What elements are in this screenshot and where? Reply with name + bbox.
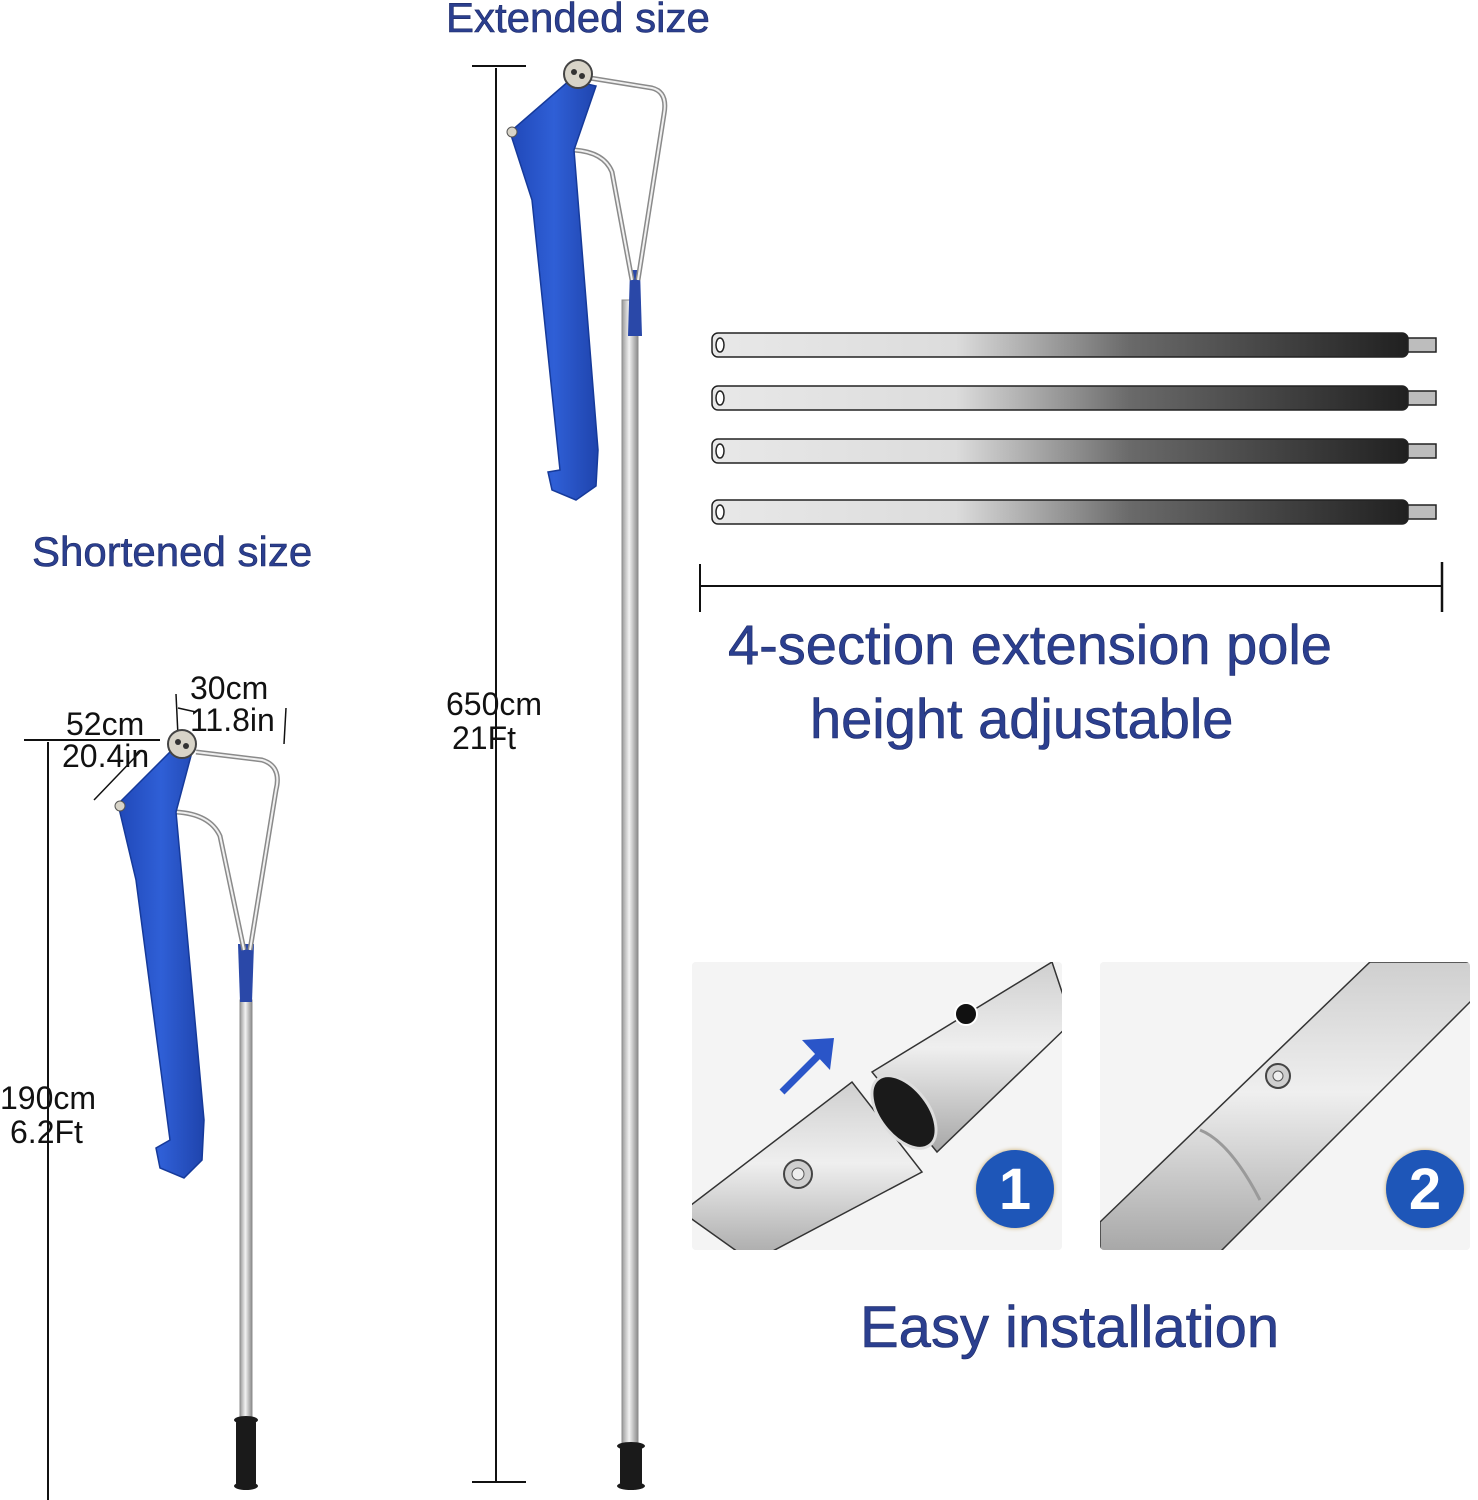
poles-caption-line1: 4-section extension pole <box>728 613 1333 677</box>
extended-collar <box>628 270 642 336</box>
extended-pole <box>621 299 639 1446</box>
pole-sections <box>699 332 1444 612</box>
head-width-cm: 30cm <box>190 670 269 706</box>
shortened-height-ft: 6.2Ft <box>10 1114 83 1150</box>
head-width-in: 11.8in <box>190 702 275 738</box>
pole-section-3 <box>711 438 1437 464</box>
shortened-rake <box>24 693 287 1500</box>
shortened-collar <box>238 944 254 1002</box>
shortened-size-title: Shortened size <box>32 528 313 576</box>
install-step-2-photo: 2 <box>1100 962 1470 1250</box>
extended-size-title: Extended size <box>446 0 710 41</box>
step-1-badge: 1 <box>976 1150 1054 1228</box>
shortened-tarp <box>117 747 205 1179</box>
blade-length-cm: 52cm <box>66 706 145 742</box>
pole-section-4 <box>711 499 1437 525</box>
shortened-roller-head <box>167 729 197 759</box>
lock-hole <box>954 1002 978 1026</box>
joined-tube <box>1100 962 1470 1250</box>
extended-tarp <box>509 79 599 501</box>
step-2-badge: 2 <box>1386 1150 1464 1228</box>
shortened-pole <box>239 999 253 1421</box>
extended-rake <box>472 59 668 1490</box>
extended-height-cm: 650cm <box>446 686 543 722</box>
blade-length-in: 20.4in <box>62 738 150 774</box>
extended-roller-head <box>563 59 593 89</box>
pole-section-1 <box>711 332 1437 358</box>
tube-joint-seam <box>1199 1128 1262 1201</box>
poles-caption-line2: height adjustable <box>810 687 1234 751</box>
installation-caption: Easy installation <box>860 1295 1280 1361</box>
install-step-1-photo: 1 <box>692 962 1062 1250</box>
shortened-height-cm: 190cm <box>0 1080 97 1116</box>
extended-height-ft: 21Ft <box>452 720 517 756</box>
shortened-grip <box>236 1420 256 1486</box>
pole-section-2 <box>711 385 1437 411</box>
direction-arrow-icon <box>779 1038 834 1095</box>
extended-grip <box>620 1446 642 1486</box>
